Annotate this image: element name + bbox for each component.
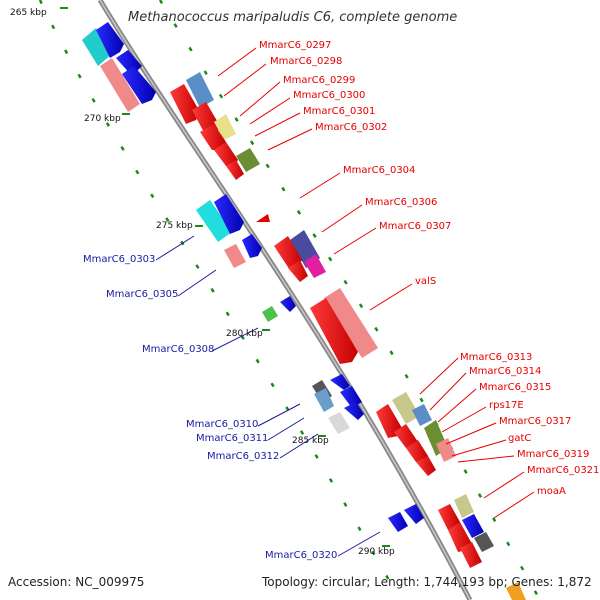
gene-label-red[interactable]: MmarC6_0307	[379, 221, 452, 232]
gene-label-red[interactable]: MmarC6_0321	[527, 465, 600, 476]
gene-label-red[interactable]: MmarC6_0301	[303, 106, 376, 117]
gene-label-blue[interactable]: MmarC6_0310	[186, 419, 259, 430]
features-right	[170, 72, 526, 600]
gene-label-red[interactable]: valS	[415, 276, 437, 287]
scale-label: 275 kbp	[156, 221, 193, 231]
gene-label-red[interactable]: MmarC6_0299	[283, 75, 356, 86]
gene-label-red[interactable]: MmarC6_0319	[517, 449, 590, 460]
scale-label: 285 kbp	[292, 436, 329, 446]
gene-label-blue[interactable]: MmarC6_0312	[207, 451, 280, 462]
scale-label: 265 kbp	[10, 8, 47, 18]
gene-label-red[interactable]: moaA	[537, 486, 566, 497]
gene-label-red[interactable]: MmarC6_0313	[460, 352, 533, 363]
gene-label-red[interactable]: MmarC6_0297	[259, 40, 332, 51]
gene-label-red[interactable]: MmarC6_0306	[365, 197, 438, 208]
gene-label-red[interactable]: MmarC6_0317	[499, 416, 572, 427]
gene-label-red[interactable]: MmarC6_0302	[315, 122, 388, 133]
topology-label: Topology: circular; Length: 1,744,193 bp…	[262, 575, 592, 589]
gene-label-blue[interactable]: MmarC6_0311	[196, 433, 269, 444]
gene-label-red[interactable]: MmarC6_0298	[270, 56, 343, 67]
scale-label: 270 kbp	[84, 114, 121, 124]
gene-label-red[interactable]: MmarC6_0315	[479, 382, 552, 393]
scale-label: 280 kbp	[226, 329, 263, 339]
gene-label-blue[interactable]: MmarC6_0303	[83, 254, 156, 265]
gene-label-red[interactable]: MmarC6_0300	[293, 90, 366, 101]
accession-label: Accession: NC_009975	[8, 575, 145, 589]
features-left	[82, 22, 424, 532]
map-title: Methanococcus maripaludis C6, complete g…	[128, 10, 458, 25]
gene-label-red[interactable]: MmarC6_0314	[469, 366, 542, 377]
callouts-red	[217, 47, 535, 519]
gene-label-blue[interactable]: MmarC6_0320	[265, 550, 338, 561]
gene-label-red[interactable]: rps17E	[489, 400, 524, 411]
gene-label-red[interactable]: gatC	[508, 433, 532, 444]
callouts-blue	[155, 235, 381, 557]
scale-ticks	[60, 7, 390, 547]
gene-label-red[interactable]: MmarC6_0304	[343, 165, 416, 176]
scale-label: 290 kbp	[358, 547, 395, 557]
gene-label-blue[interactable]: MmarC6_0305	[106, 289, 179, 300]
gene-label-blue[interactable]: MmarC6_0308	[142, 344, 215, 355]
